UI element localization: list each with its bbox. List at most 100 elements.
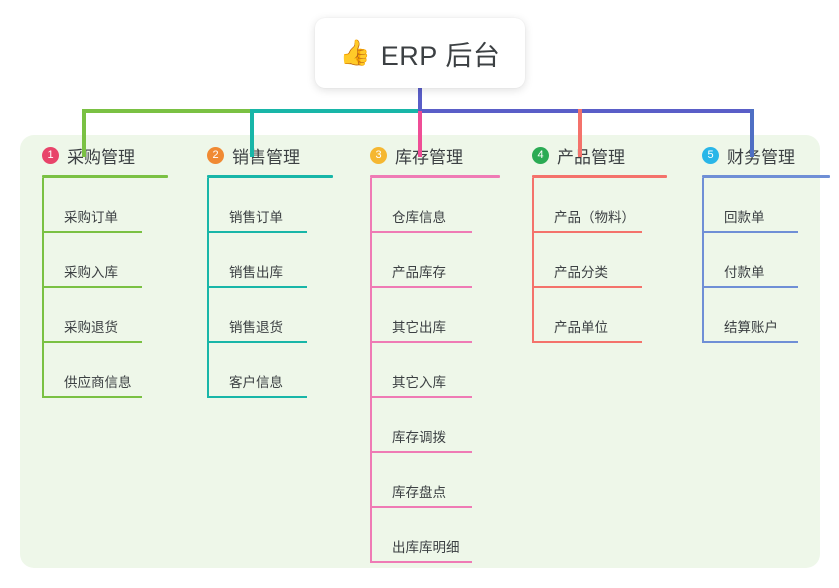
branch-drop-3 xyxy=(418,109,422,157)
bus-segment-2 xyxy=(250,109,422,113)
column-header-4[interactable]: 4 产品管理 xyxy=(510,135,670,175)
leaf-item-underline xyxy=(207,231,307,233)
leaf-item[interactable]: 出库库明细 xyxy=(370,508,503,563)
column-title: 采购管理 xyxy=(67,147,135,167)
leaf-item[interactable]: 采购入库 xyxy=(42,233,170,288)
leaf-item[interactable]: 销售出库 xyxy=(207,233,335,288)
column-spine xyxy=(702,178,704,343)
leaf-item-label: 其它出库 xyxy=(392,320,446,335)
leaf-list: 产品（物料） 产品分类产品单位 xyxy=(532,178,670,343)
bus-segment-1 xyxy=(82,109,252,113)
root-node-content: 👍 ERP 后台 xyxy=(340,34,501,73)
column-header-underline xyxy=(702,175,830,178)
column-header-underline xyxy=(370,175,500,178)
leaf-item-label: 供应商信息 xyxy=(64,375,132,390)
leaf-item-label: 产品单位 xyxy=(554,320,608,335)
leaf-item-label: 出库库明细 xyxy=(392,540,460,555)
leaf-item[interactable]: 其它入库 xyxy=(370,343,503,398)
leaf-item-label: 销售出库 xyxy=(229,265,283,280)
leaf-item[interactable]: 客户信息 xyxy=(207,343,335,398)
branch-drop-4 xyxy=(578,109,582,157)
leaf-item-underline xyxy=(702,341,798,343)
leaf-item-underline xyxy=(370,396,472,398)
leaf-item-underline xyxy=(42,231,142,233)
leaf-item-underline xyxy=(532,341,642,343)
leaf-item[interactable]: 库存盘点 xyxy=(370,453,503,508)
number-badge-icon: 5 xyxy=(702,146,719,164)
root-node-card[interactable]: 👍 ERP 后台 xyxy=(315,18,525,88)
leaf-item[interactable]: 销售退货 xyxy=(207,288,335,343)
column-title: 销售管理 xyxy=(232,147,300,167)
leaf-item[interactable]: 其它出库 xyxy=(370,288,503,343)
column-title: 库存管理 xyxy=(395,147,463,167)
column-spine xyxy=(42,178,44,398)
branch-drop-5 xyxy=(750,109,754,157)
column-spine xyxy=(532,178,534,343)
leaf-item[interactable]: 产品分类 xyxy=(532,233,670,288)
leaf-item-underline xyxy=(42,341,142,343)
leaf-item-underline xyxy=(42,396,142,398)
column-5: 5 财务管理回款单付款单结算账户 xyxy=(680,135,830,343)
leaf-item-underline xyxy=(370,451,472,453)
leaf-item-label: 采购订单 xyxy=(64,210,118,225)
leaf-list: 采购订单采购入库采购退货供应商信息 xyxy=(42,178,170,398)
branch-drop-2 xyxy=(250,109,254,157)
leaf-item[interactable]: 库存调拨 xyxy=(370,398,503,453)
leaf-item[interactable]: 产品库存 xyxy=(370,233,503,288)
leaf-item-label: 其它入库 xyxy=(392,375,446,390)
leaf-item-underline xyxy=(702,286,798,288)
leaf-item-underline xyxy=(370,286,472,288)
number-badge-icon: 2 xyxy=(207,146,224,164)
leaf-item-underline xyxy=(207,286,307,288)
leaf-item-label: 销售退货 xyxy=(229,320,283,335)
leaf-item[interactable]: 供应商信息 xyxy=(42,343,170,398)
leaf-item-label: 库存盘点 xyxy=(392,485,446,500)
leaf-item-label: 产品分类 xyxy=(554,265,608,280)
leaf-item[interactable]: 产品单位 xyxy=(532,288,670,343)
leaf-item[interactable]: 采购退货 xyxy=(42,288,170,343)
leaf-item-underline xyxy=(42,286,142,288)
leaf-item-underline xyxy=(370,231,472,233)
branch-drop-1 xyxy=(82,109,86,157)
leaf-item-label: 采购退货 xyxy=(64,320,118,335)
leaf-item-label: 采购入库 xyxy=(64,265,118,280)
leaf-item[interactable]: 付款单 xyxy=(702,233,825,288)
column-title: 产品管理 xyxy=(557,147,625,167)
leaf-item-label: 仓库信息 xyxy=(392,210,446,225)
leaf-item-label: 销售订单 xyxy=(229,210,283,225)
column-header-underline xyxy=(42,175,168,178)
thumbs-up-icon: 👍 xyxy=(339,38,371,67)
column-header-underline xyxy=(207,175,333,178)
leaf-item[interactable]: 产品（物料） xyxy=(532,178,670,233)
leaf-item-label: 客户信息 xyxy=(229,375,283,390)
column-header-5[interactable]: 5 财务管理 xyxy=(680,135,825,175)
leaf-item-underline xyxy=(370,561,472,563)
leaf-item[interactable]: 采购订单 xyxy=(42,178,170,233)
leaf-item-underline xyxy=(207,341,307,343)
leaf-item-label: 产品库存 xyxy=(392,265,446,280)
leaf-item-underline xyxy=(207,396,307,398)
leaf-item[interactable]: 仓库信息 xyxy=(370,178,503,233)
leaf-item-underline xyxy=(532,231,642,233)
column-header-2[interactable]: 2 销售管理 xyxy=(185,135,335,175)
column-2: 2 销售管理销售订单销售出库销售退货客户信息 xyxy=(185,135,335,398)
root-connector-stub xyxy=(418,88,422,111)
column-spine xyxy=(370,178,372,563)
leaf-item-underline xyxy=(370,341,472,343)
leaf-item-label: 产品（物料） xyxy=(554,210,635,225)
leaf-item[interactable]: 结算账户 xyxy=(702,288,825,343)
leaf-item-label: 库存调拨 xyxy=(392,430,446,445)
number-badge-icon: 4 xyxy=(532,146,549,164)
leaf-item-label: 结算账户 xyxy=(724,320,778,335)
column-title: 财务管理 xyxy=(727,147,795,167)
bus-segment-3 xyxy=(418,109,753,113)
leaf-item-label: 回款单 xyxy=(724,210,765,225)
leaf-list: 回款单付款单结算账户 xyxy=(702,178,825,343)
column-spine xyxy=(207,178,209,398)
leaf-item[interactable]: 销售订单 xyxy=(207,178,335,233)
leaf-item[interactable]: 回款单 xyxy=(702,178,825,233)
